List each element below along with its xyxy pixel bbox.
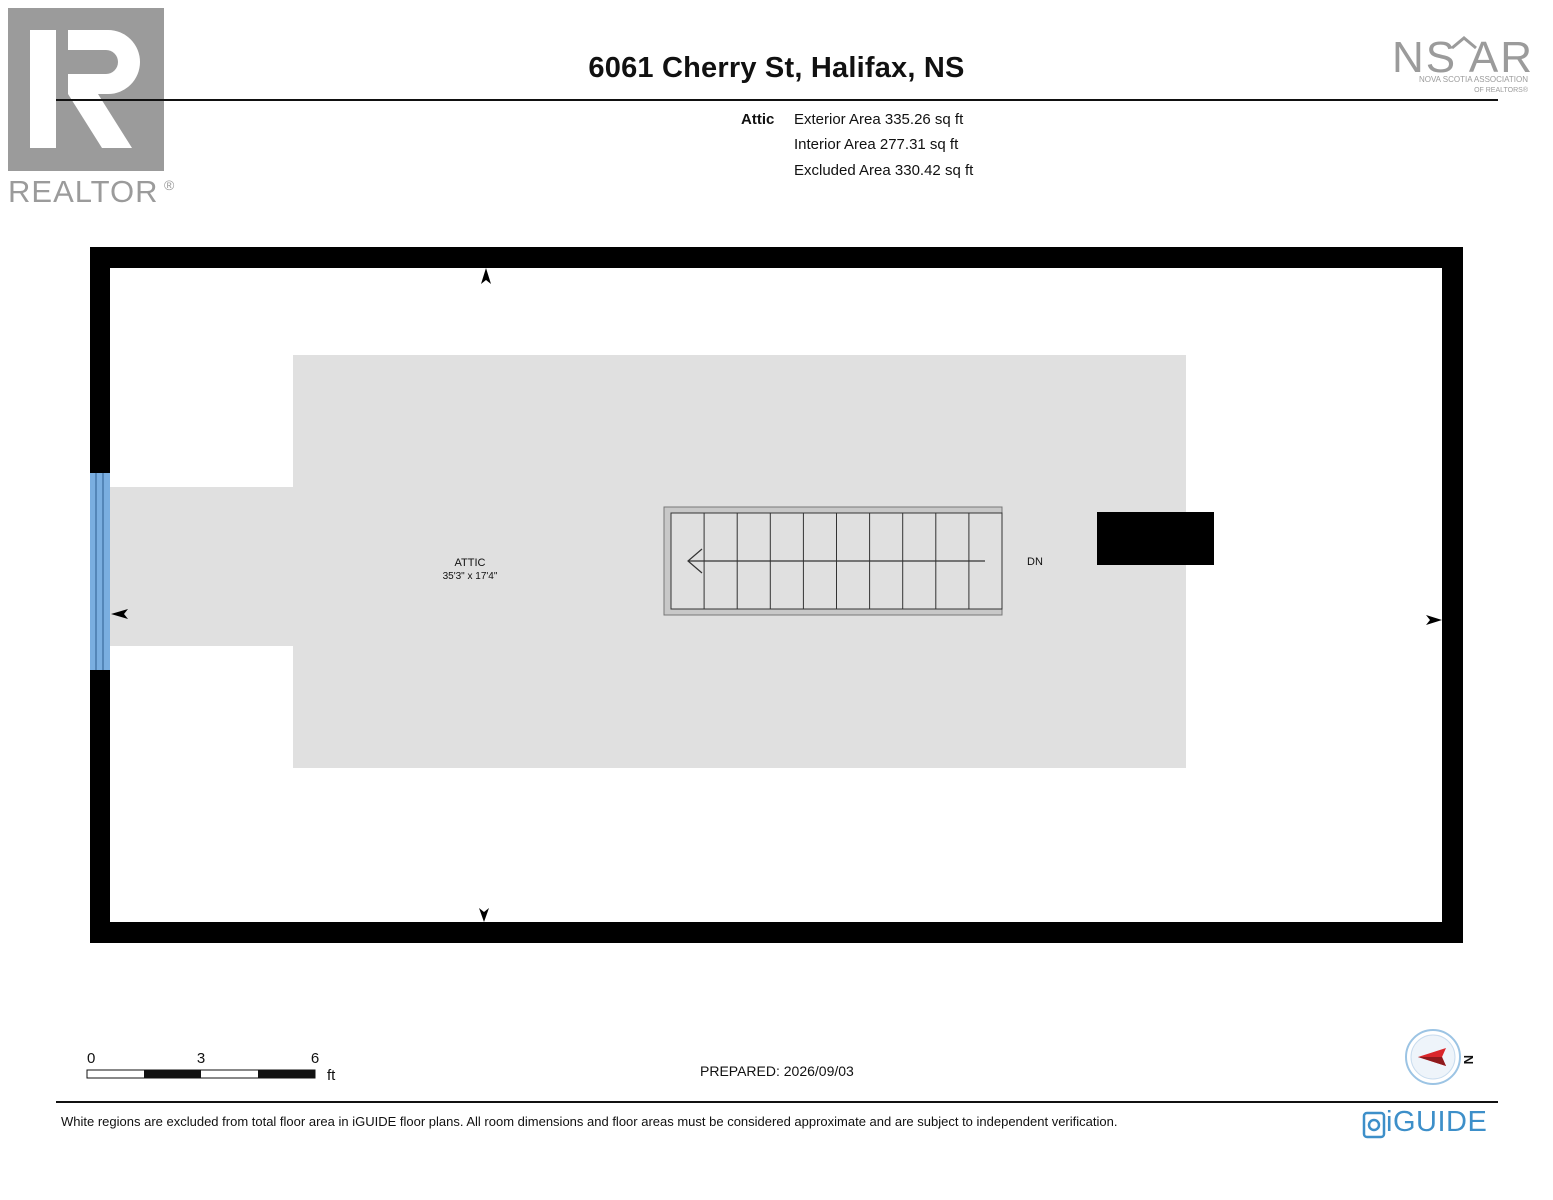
scale-tick-0: 0 — [87, 1050, 95, 1067]
dimension-arrow-left — [111, 609, 128, 619]
chimney-block — [1097, 512, 1214, 565]
prepared-date: PREPARED: 2026/09/03 — [700, 1063, 854, 1079]
nsar-subtitle-1: NOVA SCOTIA ASSOCIATION — [1419, 75, 1528, 84]
page-title: 6061 Cherry St, Halifax, NS — [588, 52, 965, 84]
scale-tick-6: 6 — [311, 1050, 319, 1067]
exterior-area: Exterior Area 335.26 sq ft — [794, 111, 964, 128]
staircase — [663, 506, 1003, 616]
dimension-arrow-bottom — [479, 908, 489, 922]
nsar-subtitle-2: OF REALTORS® — [1474, 86, 1529, 94]
excluded-area: Excluded Area 330.42 sq ft — [794, 162, 974, 179]
compass-icon: N — [1405, 1029, 1476, 1085]
interior-area: Interior Area 277.31 sq ft — [794, 136, 959, 153]
window — [90, 473, 110, 670]
compass-north-label: N — [1461, 1055, 1476, 1064]
room-dimensions: 35'3" x 17'4" — [443, 571, 498, 582]
room-name: ATTIC — [455, 557, 486, 569]
scale-bar: 0 3 6 ft — [86, 1050, 336, 1084]
iguide-logo-icon — [1362, 1111, 1386, 1139]
iguide-brand: iGUIDE — [1386, 1106, 1488, 1138]
dimension-arrow-right — [1426, 615, 1442, 625]
footer-divider — [56, 1101, 1498, 1103]
stair-direction-label: DN — [1027, 556, 1043, 568]
realtor-registered-mark: ® — [164, 177, 175, 193]
room-fill — [110, 355, 1186, 768]
title-divider — [56, 99, 1498, 101]
nsar-logo: NS AR NOVA SCOTIA ASSOCIATION OF REALTOR… — [1392, 33, 1532, 94]
realtor-logo: REALTOR ® — [8, 8, 175, 209]
disclaimer-text: White regions are excluded from total fl… — [61, 1114, 1118, 1129]
scale-unit: ft — [327, 1067, 336, 1084]
realtor-logo-text: REALTOR — [8, 174, 159, 209]
scale-tick-3: 3 — [197, 1050, 205, 1067]
dimension-arrow-top — [481, 268, 491, 284]
level-label: Attic — [741, 111, 775, 128]
